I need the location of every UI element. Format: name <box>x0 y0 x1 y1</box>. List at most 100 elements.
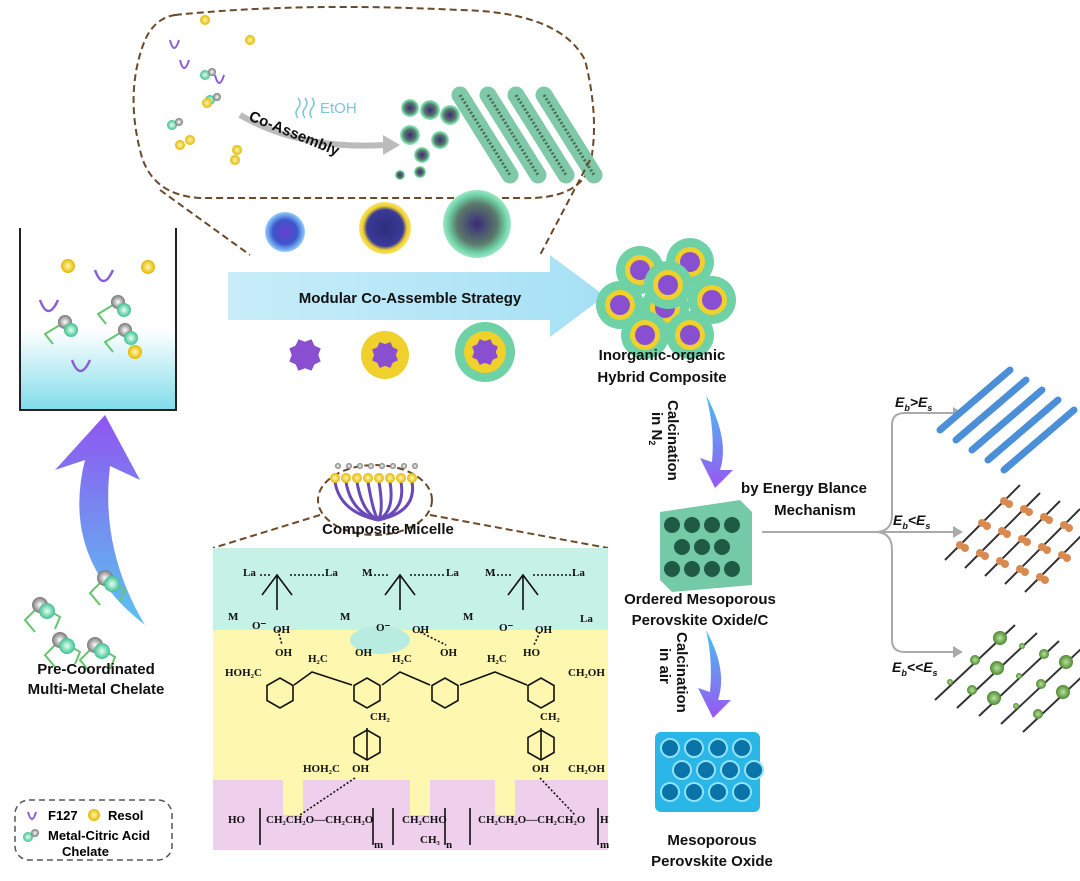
chem-label-top: La <box>446 567 459 579</box>
f127-molecule <box>169 39 180 49</box>
legend-box <box>14 799 173 861</box>
nanorod-with-particles-green <box>934 624 1080 733</box>
f127-molecule <box>93 269 115 283</box>
micelle-resol-sphere <box>359 202 411 254</box>
chem-label-mid: OH <box>352 763 370 775</box>
legend-chelate-line2: Chelate <box>62 844 109 859</box>
benzene-ring <box>353 677 381 709</box>
nanowire-array-blue <box>936 366 1078 474</box>
gear-icon-composite <box>455 322 515 382</box>
resol-molecule <box>141 260 155 274</box>
resol-molecule <box>61 259 75 273</box>
particle <box>987 691 1001 705</box>
chem-label-top: M <box>463 611 474 623</box>
resol-molecule <box>232 145 242 155</box>
assembled-rod <box>451 86 519 184</box>
chem-label-top: La <box>580 613 593 625</box>
mechanism-label-line1: by Energy Blance <box>741 480 867 497</box>
assembled-rod <box>507 86 575 184</box>
nanowire <box>952 376 1030 444</box>
assembled-sphere <box>414 166 426 178</box>
benzene-ring <box>431 677 459 709</box>
condition-eb-ll-es: Eb<<Es <box>892 659 938 678</box>
pore <box>684 782 704 802</box>
chem-label-top: La <box>572 567 585 579</box>
chem-label-mid: HOH₂C <box>225 667 262 679</box>
chelate-molecule <box>200 70 210 80</box>
pore <box>720 760 740 780</box>
chem-label-top: La <box>325 567 338 579</box>
benzene-ring <box>266 677 294 709</box>
particle <box>1036 679 1046 689</box>
legend-f127: F127 <box>48 808 78 823</box>
mechanism-label-line2: Mechanism <box>774 502 856 519</box>
pore <box>708 738 728 758</box>
nanowire <box>936 366 1014 434</box>
gear-icon-f127 <box>289 339 321 371</box>
assembled-sphere <box>431 131 449 149</box>
pore <box>708 782 728 802</box>
composite-micelle-outline <box>317 464 433 536</box>
pore <box>672 760 692 780</box>
chem-label-polymer: m <box>600 839 609 851</box>
chem-label-polymer: CH₃ <box>420 834 441 846</box>
chem-label-polymer: CH₂CH₂O—CH₂CH₂O <box>266 814 374 826</box>
f127-icon <box>27 811 37 820</box>
chem-label-polymer: n <box>446 839 452 851</box>
pore <box>696 760 716 780</box>
particle <box>947 679 953 685</box>
chelate-molecule <box>96 301 119 325</box>
chem-label-mid: CH₂ <box>540 711 561 723</box>
legend-chelate-line1: Metal-Citric Acid <box>48 828 150 843</box>
chem-label-top: O⁻ <box>499 622 514 634</box>
main-arrow-label: Modular Co-Assemble Strategy <box>299 290 522 307</box>
resol-molecule <box>202 98 212 108</box>
chem-label-mid: CH₂ <box>370 711 391 723</box>
pore <box>664 561 680 577</box>
chem-label-top: M <box>340 611 351 623</box>
particle <box>990 661 1004 675</box>
hybrid-composite-cluster <box>596 238 736 359</box>
resol-molecule <box>128 345 142 359</box>
assembled-sphere <box>414 147 430 163</box>
particle <box>993 631 1007 645</box>
calcination-air-line2: in air <box>656 648 673 684</box>
benzene-ring <box>527 677 555 709</box>
chem-label-mid: H₂C <box>487 653 507 665</box>
particle <box>1033 709 1043 719</box>
nanorod-with-clusters-orange <box>944 484 1080 593</box>
pore <box>694 539 710 555</box>
gear-icon-resol <box>361 331 409 379</box>
pore <box>724 517 740 533</box>
composite-micelle <box>330 463 418 522</box>
assembled-sphere <box>420 100 440 120</box>
assembled-sphere <box>401 99 419 117</box>
chem-label-top: La <box>243 567 256 579</box>
pore <box>732 782 752 802</box>
particle <box>1056 685 1070 699</box>
nanowire <box>1000 406 1078 474</box>
chem-label-mid: CH₂OH <box>568 667 605 679</box>
particle <box>1059 655 1073 669</box>
chem-label-top: O⁻ <box>252 620 267 632</box>
chelate-molecule <box>43 321 66 345</box>
particle <box>970 655 980 665</box>
chem-label-mid: OH <box>355 647 373 659</box>
assembled-rod <box>535 86 603 184</box>
free-molecules <box>167 15 255 165</box>
nanowire <box>968 386 1046 454</box>
chem-label-polymer: HO <box>228 814 246 826</box>
pore <box>660 782 680 802</box>
nanowire <box>984 396 1062 464</box>
beaker <box>19 228 177 411</box>
meso-label-line2: Perovskite Oxide <box>651 853 773 870</box>
chem-label-polymer: CH₂CHO <box>402 814 447 826</box>
chelate-icon <box>23 832 33 842</box>
particle <box>967 685 977 695</box>
chem-label-top: OH <box>412 624 430 636</box>
assembled-sphere <box>400 125 420 145</box>
condition-eb-lt-es: Eb<Es <box>893 512 930 531</box>
